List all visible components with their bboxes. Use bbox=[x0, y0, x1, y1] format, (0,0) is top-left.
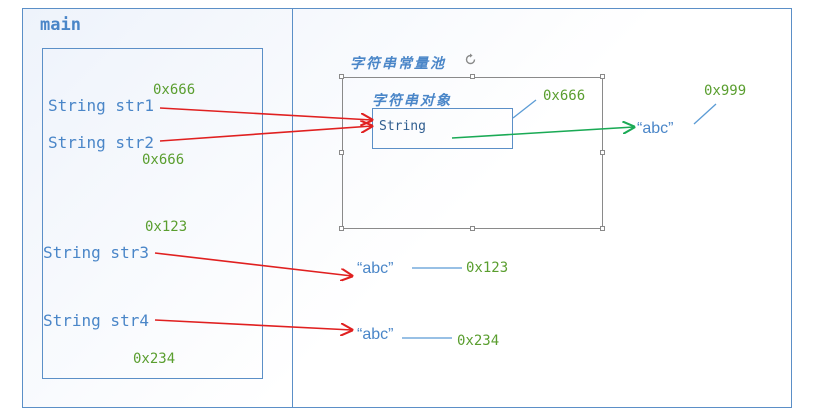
var-str4: String str4 bbox=[43, 311, 149, 330]
heap-abc-literal-4: “abc” bbox=[357, 326, 394, 343]
resize-handle-nw[interactable] bbox=[339, 74, 344, 79]
ref-arrow-str4 bbox=[154, 319, 352, 330]
string-object-class: String bbox=[379, 119, 426, 134]
ref-arrow-str1 bbox=[159, 107, 372, 120]
resize-handle-se[interactable] bbox=[600, 226, 605, 231]
main-stack-frame bbox=[42, 48, 263, 379]
resize-handle-w[interactable] bbox=[339, 150, 344, 155]
var-str2-address: 0x666 bbox=[142, 152, 185, 168]
value-arrow-pool bbox=[451, 127, 634, 139]
main-frame-label: main bbox=[40, 15, 81, 35]
connector-object-address bbox=[512, 99, 537, 119]
var-str3: String str3 bbox=[43, 243, 149, 262]
string-pool-label: 字符串常量池 bbox=[350, 56, 446, 72]
heap-abc-3-address: 0x123 bbox=[466, 260, 509, 276]
connector-pool-address bbox=[693, 103, 717, 125]
diagram-canvas bbox=[22, 8, 792, 408]
resize-handle-ne[interactable] bbox=[600, 74, 605, 79]
stack-heap-divider bbox=[292, 8, 293, 408]
pool-abc-literal: “abc” bbox=[637, 120, 674, 137]
string-object-address: 0x666 bbox=[543, 88, 586, 104]
var-str2: String str2 bbox=[48, 133, 154, 152]
heap-abc-literal-3: “abc” bbox=[357, 260, 394, 277]
heap-abc-4-address: 0x234 bbox=[457, 333, 500, 349]
string-object-label: 字符串对象 bbox=[372, 93, 452, 109]
resize-handle-sw[interactable] bbox=[339, 226, 344, 231]
var-str4-address: 0x234 bbox=[133, 351, 176, 367]
var-str3-address: 0x123 bbox=[145, 219, 188, 235]
resize-handle-n[interactable] bbox=[470, 74, 475, 79]
resize-handle-e[interactable] bbox=[600, 150, 605, 155]
pool-abc-address: 0x999 bbox=[704, 83, 747, 99]
var-str1-address: 0x666 bbox=[153, 82, 196, 98]
ref-arrow-str3 bbox=[154, 252, 352, 276]
ref-arrow-str2 bbox=[159, 126, 372, 142]
rotate-icon[interactable] bbox=[464, 53, 477, 66]
var-str1: String str1 bbox=[48, 96, 154, 115]
resize-handle-s[interactable] bbox=[470, 226, 475, 231]
